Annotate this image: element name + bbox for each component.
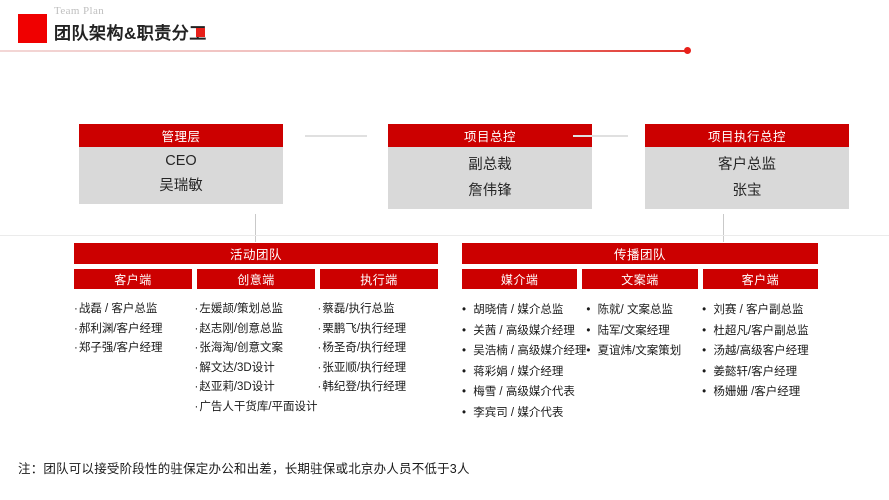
list-item: 左媛颉/策划总监 (194, 300, 317, 320)
team-subtitle-chip: 创意端 (197, 269, 315, 289)
org-card-header: 项目总控 (388, 124, 592, 147)
list-item: 蒋彩娟 / 媒介经理 (462, 362, 586, 383)
member-column: 刘赛 / 客户副总监 杜超凡/客户副总监 汤越/高级客户经理 姜懿轩/客户经理 … (702, 300, 818, 423)
list-item: 韩纪登/执行经理 (318, 378, 438, 398)
org-card-management: 管理层 CEO 吴瑞敏 (79, 124, 283, 204)
org-card-body: 副总裁 詹伟锋 (388, 147, 592, 209)
team-subtitle-row: 客户端 创意端 执行端 (74, 269, 438, 289)
org-card-name: 吴瑞敏 (159, 178, 203, 194)
header-accent-dot (196, 28, 205, 37)
member-column: 左媛颉/策划总监 赵志刚/创意总监 张海淘/创意文案 解文达/3D设计 赵亚莉/… (194, 300, 317, 417)
footnote-text: 注：团队可以接受阶段性的驻保定办公和出差，长期驻保或北京办人员不低于3人 (18, 462, 470, 476)
header-eyebrow: Team Plan (54, 5, 105, 17)
connector-line-vertical-left (255, 214, 256, 242)
team-subtitle-row: 媒介端 文案端 客户端 (462, 269, 818, 289)
list-item: 栗鹏飞/执行经理 (318, 320, 438, 340)
list-item: 吴浩楠 / 高级媒介经理 (462, 341, 586, 362)
org-card-body: CEO 吴瑞敏 (79, 147, 283, 204)
team-subtitle-chip: 客户端 (702, 269, 818, 289)
list-item: 杨姗姗 /客户经理 (702, 382, 818, 403)
leadership-tier: 管理层 CEO 吴瑞敏 项目总控 副总裁 詹伟锋 项目执行总控 客户总监 张宝 (0, 124, 889, 214)
member-column: 陈就/ 文案总监 陆军/文案经理 夏谊炜/文案策划 (586, 300, 702, 423)
org-card-name: 张宝 (732, 183, 762, 199)
list-item: 蔡磊/执行总监 (318, 300, 438, 320)
list-item: 赵志刚/创意总监 (194, 320, 317, 340)
org-card-role: 客户总监 (718, 157, 776, 173)
member-list: 蔡磊/执行总监 栗鹏飞/执行经理 杨圣奇/执行经理 张亚顺/执行经理 韩纪登/执… (318, 300, 438, 398)
list-item: 梅雪 / 高级媒介代表 (462, 382, 586, 403)
org-card-project-control: 项目总控 副总裁 詹伟锋 (388, 124, 592, 209)
member-list: 左媛颉/策划总监 赵志刚/创意总监 张海淘/创意文案 解文达/3D设计 赵亚莉/… (194, 300, 317, 417)
list-item: 李宾司 / 媒介代表 (462, 403, 586, 424)
list-item: 广告人干货库/平面设计 (194, 398, 317, 418)
team-title: 传播团队 (462, 243, 818, 264)
org-card-header: 项目执行总控 (645, 124, 849, 147)
connector-line-vertical-right (723, 214, 724, 242)
member-column: 战磊 / 客户总监 郝利渊/客户经理 郑子强/客户经理 (74, 300, 194, 417)
list-item: 郑子强/客户经理 (74, 339, 194, 359)
section-divider (0, 235, 889, 236)
team-member-columns: 胡晓倩 / 媒介总监 关茜 / 高级媒介经理 吴浩楠 / 高级媒介经理 蒋彩娟 … (462, 300, 818, 423)
page-title: 团队架构&职责分工 (54, 24, 207, 43)
org-card-name: 詹伟锋 (468, 183, 512, 199)
list-item: 杜超凡/客户副总监 (702, 321, 818, 342)
list-item: 赵亚莉/3D设计 (194, 378, 317, 398)
list-item: 汤越/高级客户经理 (702, 341, 818, 362)
org-card-role: 副总裁 (468, 157, 512, 173)
org-card-execution-control: 项目执行总控 客户总监 张宝 (645, 124, 849, 209)
list-item: 战磊 / 客户总监 (74, 300, 194, 320)
connector-line-horizontal (573, 135, 628, 137)
connector-line-horizontal (305, 135, 367, 137)
list-item: 胡晓倩 / 媒介总监 (462, 300, 586, 321)
list-item: 刘赛 / 客户副总监 (702, 300, 818, 321)
member-list: 刘赛 / 客户副总监 杜超凡/客户副总监 汤越/高级客户经理 姜懿轩/客户经理 … (702, 300, 818, 403)
member-column: 蔡磊/执行总监 栗鹏飞/执行经理 杨圣奇/执行经理 张亚顺/执行经理 韩纪登/执… (318, 300, 438, 417)
list-item: 陈就/ 文案总监 (586, 300, 702, 321)
slide-header: Team Plan 团队架构&职责分工 (0, 0, 889, 54)
org-card-header: 管理层 (79, 124, 283, 147)
member-list: 胡晓倩 / 媒介总监 关茜 / 高级媒介经理 吴浩楠 / 高级媒介经理 蒋彩娟 … (462, 300, 586, 423)
team-subtitle-chip: 媒介端 (462, 269, 578, 289)
team-subtitle-chip: 执行端 (320, 269, 438, 289)
header-accent-square (18, 14, 47, 43)
list-item: 杨圣奇/执行经理 (318, 339, 438, 359)
org-card-role: CEO (165, 153, 197, 169)
team-member-columns: 战磊 / 客户总监 郝利渊/客户经理 郑子强/客户经理 左媛颉/策划总监 赵志刚… (74, 300, 438, 417)
list-item: 关茜 / 高级媒介经理 (462, 321, 586, 342)
member-column: 胡晓倩 / 媒介总监 关茜 / 高级媒介经理 吴浩楠 / 高级媒介经理 蒋彩娟 … (462, 300, 586, 423)
team-subtitle-chip: 文案端 (582, 269, 698, 289)
member-list: 陈就/ 文案总监 陆军/文案经理 夏谊炜/文案策划 (586, 300, 702, 362)
org-card-body: 客户总监 张宝 (645, 147, 849, 209)
list-item: 张海淘/创意文案 (194, 339, 317, 359)
member-list: 战磊 / 客户总监 郝利渊/客户经理 郑子强/客户经理 (74, 300, 194, 359)
list-item: 陆军/文案经理 (586, 321, 702, 342)
list-item: 姜懿轩/客户经理 (702, 362, 818, 383)
list-item: 张亚顺/执行经理 (318, 359, 438, 379)
team-block-communication: 传播团队 媒介端 文案端 客户端 胡晓倩 / 媒介总监 关茜 / 高级媒介经理 … (462, 243, 818, 423)
list-item: 解文达/3D设计 (194, 359, 317, 379)
list-item: 夏谊炜/文案策划 (586, 341, 702, 362)
header-divider-endpoint-icon (684, 47, 691, 54)
team-block-activity: 活动团队 客户端 创意端 执行端 战磊 / 客户总监 郝利渊/客户经理 郑子强/… (74, 243, 438, 417)
list-item: 郝利渊/客户经理 (74, 320, 194, 340)
team-title: 活动团队 (74, 243, 438, 264)
header-divider (0, 50, 690, 52)
team-subtitle-chip: 客户端 (74, 269, 192, 289)
